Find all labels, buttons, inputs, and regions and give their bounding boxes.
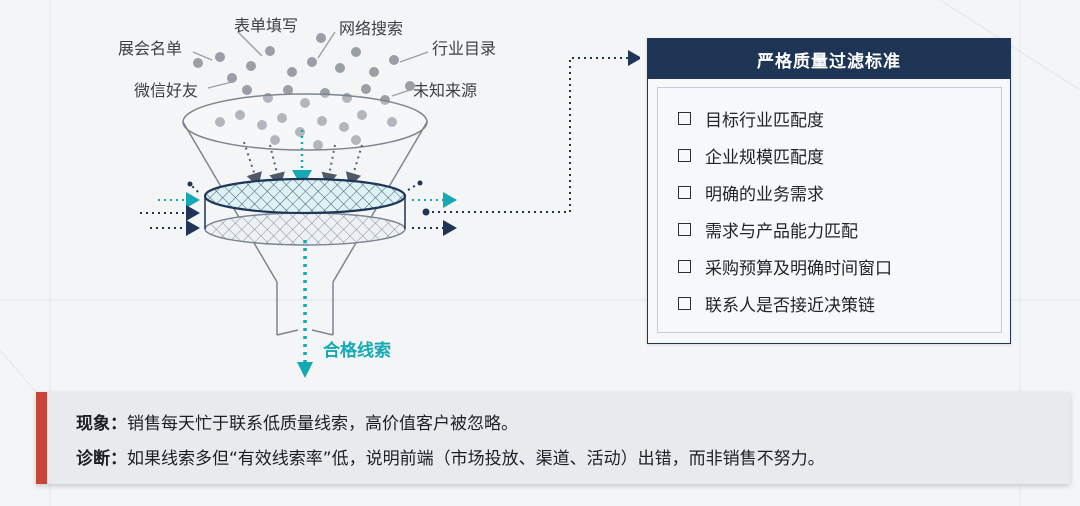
checkbox-icon <box>678 186 691 199</box>
checkbox-icon <box>678 223 691 236</box>
diagnosis-label: 诊断： <box>76 449 127 469</box>
source-label-form: 表单填写 <box>234 16 299 35</box>
checkbox-icon <box>678 149 691 162</box>
criteria-item: 目标行业匹配度 <box>678 100 1001 137</box>
lead-dots <box>193 33 415 150</box>
diagnosis-text: 如果线索多但“有效线索率”低，说明前端（市场投放、渠道、活动）出错，而非销售不努… <box>127 449 825 469</box>
criteria-label: 采购预算及明确时间窗口 <box>705 259 892 279</box>
criteria-item: 企业规模匹配度 <box>678 137 1001 174</box>
criteria-item: 采购预算及明确时间窗口 <box>678 248 1001 285</box>
criteria-list: 目标行业匹配度 企业规模匹配度 明确的业务需求 需求与产品能力匹配 采购预算及明… <box>658 88 1001 322</box>
checkbox-icon <box>678 112 691 125</box>
source-label-expo: 展会名单 <box>118 39 183 58</box>
phenomenon-line: 现象：销售每天忙于联系低质量线索，高价值客户被忽略。 <box>76 409 518 434</box>
source-label-web-search: 网络搜索 <box>339 19 404 38</box>
criteria-item: 联系人是否接近决策链 <box>678 285 1001 322</box>
source-label-wechat: 微信好友 <box>134 81 199 100</box>
panel-title: 严格质量过滤标准 <box>648 39 1010 79</box>
checkbox-icon <box>678 297 691 310</box>
criteria-label: 企业规模匹配度 <box>705 148 824 168</box>
filter-criteria-panel: 严格质量过滤标准 目标行业匹配度 企业规模匹配度 明确的业务需求 需求与产品能力… <box>647 38 1011 344</box>
source-label-directory: 行业目录 <box>432 39 497 58</box>
phenomenon-label: 现象： <box>76 414 127 434</box>
criteria-item: 明确的业务需求 <box>678 174 1001 211</box>
criteria-label: 明确的业务需求 <box>705 185 824 205</box>
summary-note: 现象：销售每天忙于联系低质量线索，高价值客户被忽略。 诊断：如果线索多但“有效线… <box>36 392 1070 484</box>
criteria-label: 需求与产品能力匹配 <box>705 222 858 242</box>
source-label-unknown: 未知来源 <box>413 81 478 100</box>
checkbox-icon <box>678 260 691 273</box>
criteria-list-box: 目标行业匹配度 企业规模匹配度 明确的业务需求 需求与产品能力匹配 采购预算及明… <box>657 87 1002 333</box>
note-accent-bar <box>36 392 47 484</box>
phenomenon-text: 销售每天忙于联系低质量线索，高价值客户被忽略。 <box>127 414 518 434</box>
criteria-label: 联系人是否接近决策链 <box>705 296 875 316</box>
criteria-item: 需求与产品能力匹配 <box>678 211 1001 248</box>
lead-funnel-diagram <box>140 31 640 378</box>
diagnosis-line: 诊断：如果线索多但“有效线索率”低，说明前端（市场投放、渠道、活动）出错，而非销… <box>76 444 825 469</box>
qualified-leads-label: 合格线索 <box>323 341 391 361</box>
criteria-label: 目标行业匹配度 <box>705 111 824 131</box>
